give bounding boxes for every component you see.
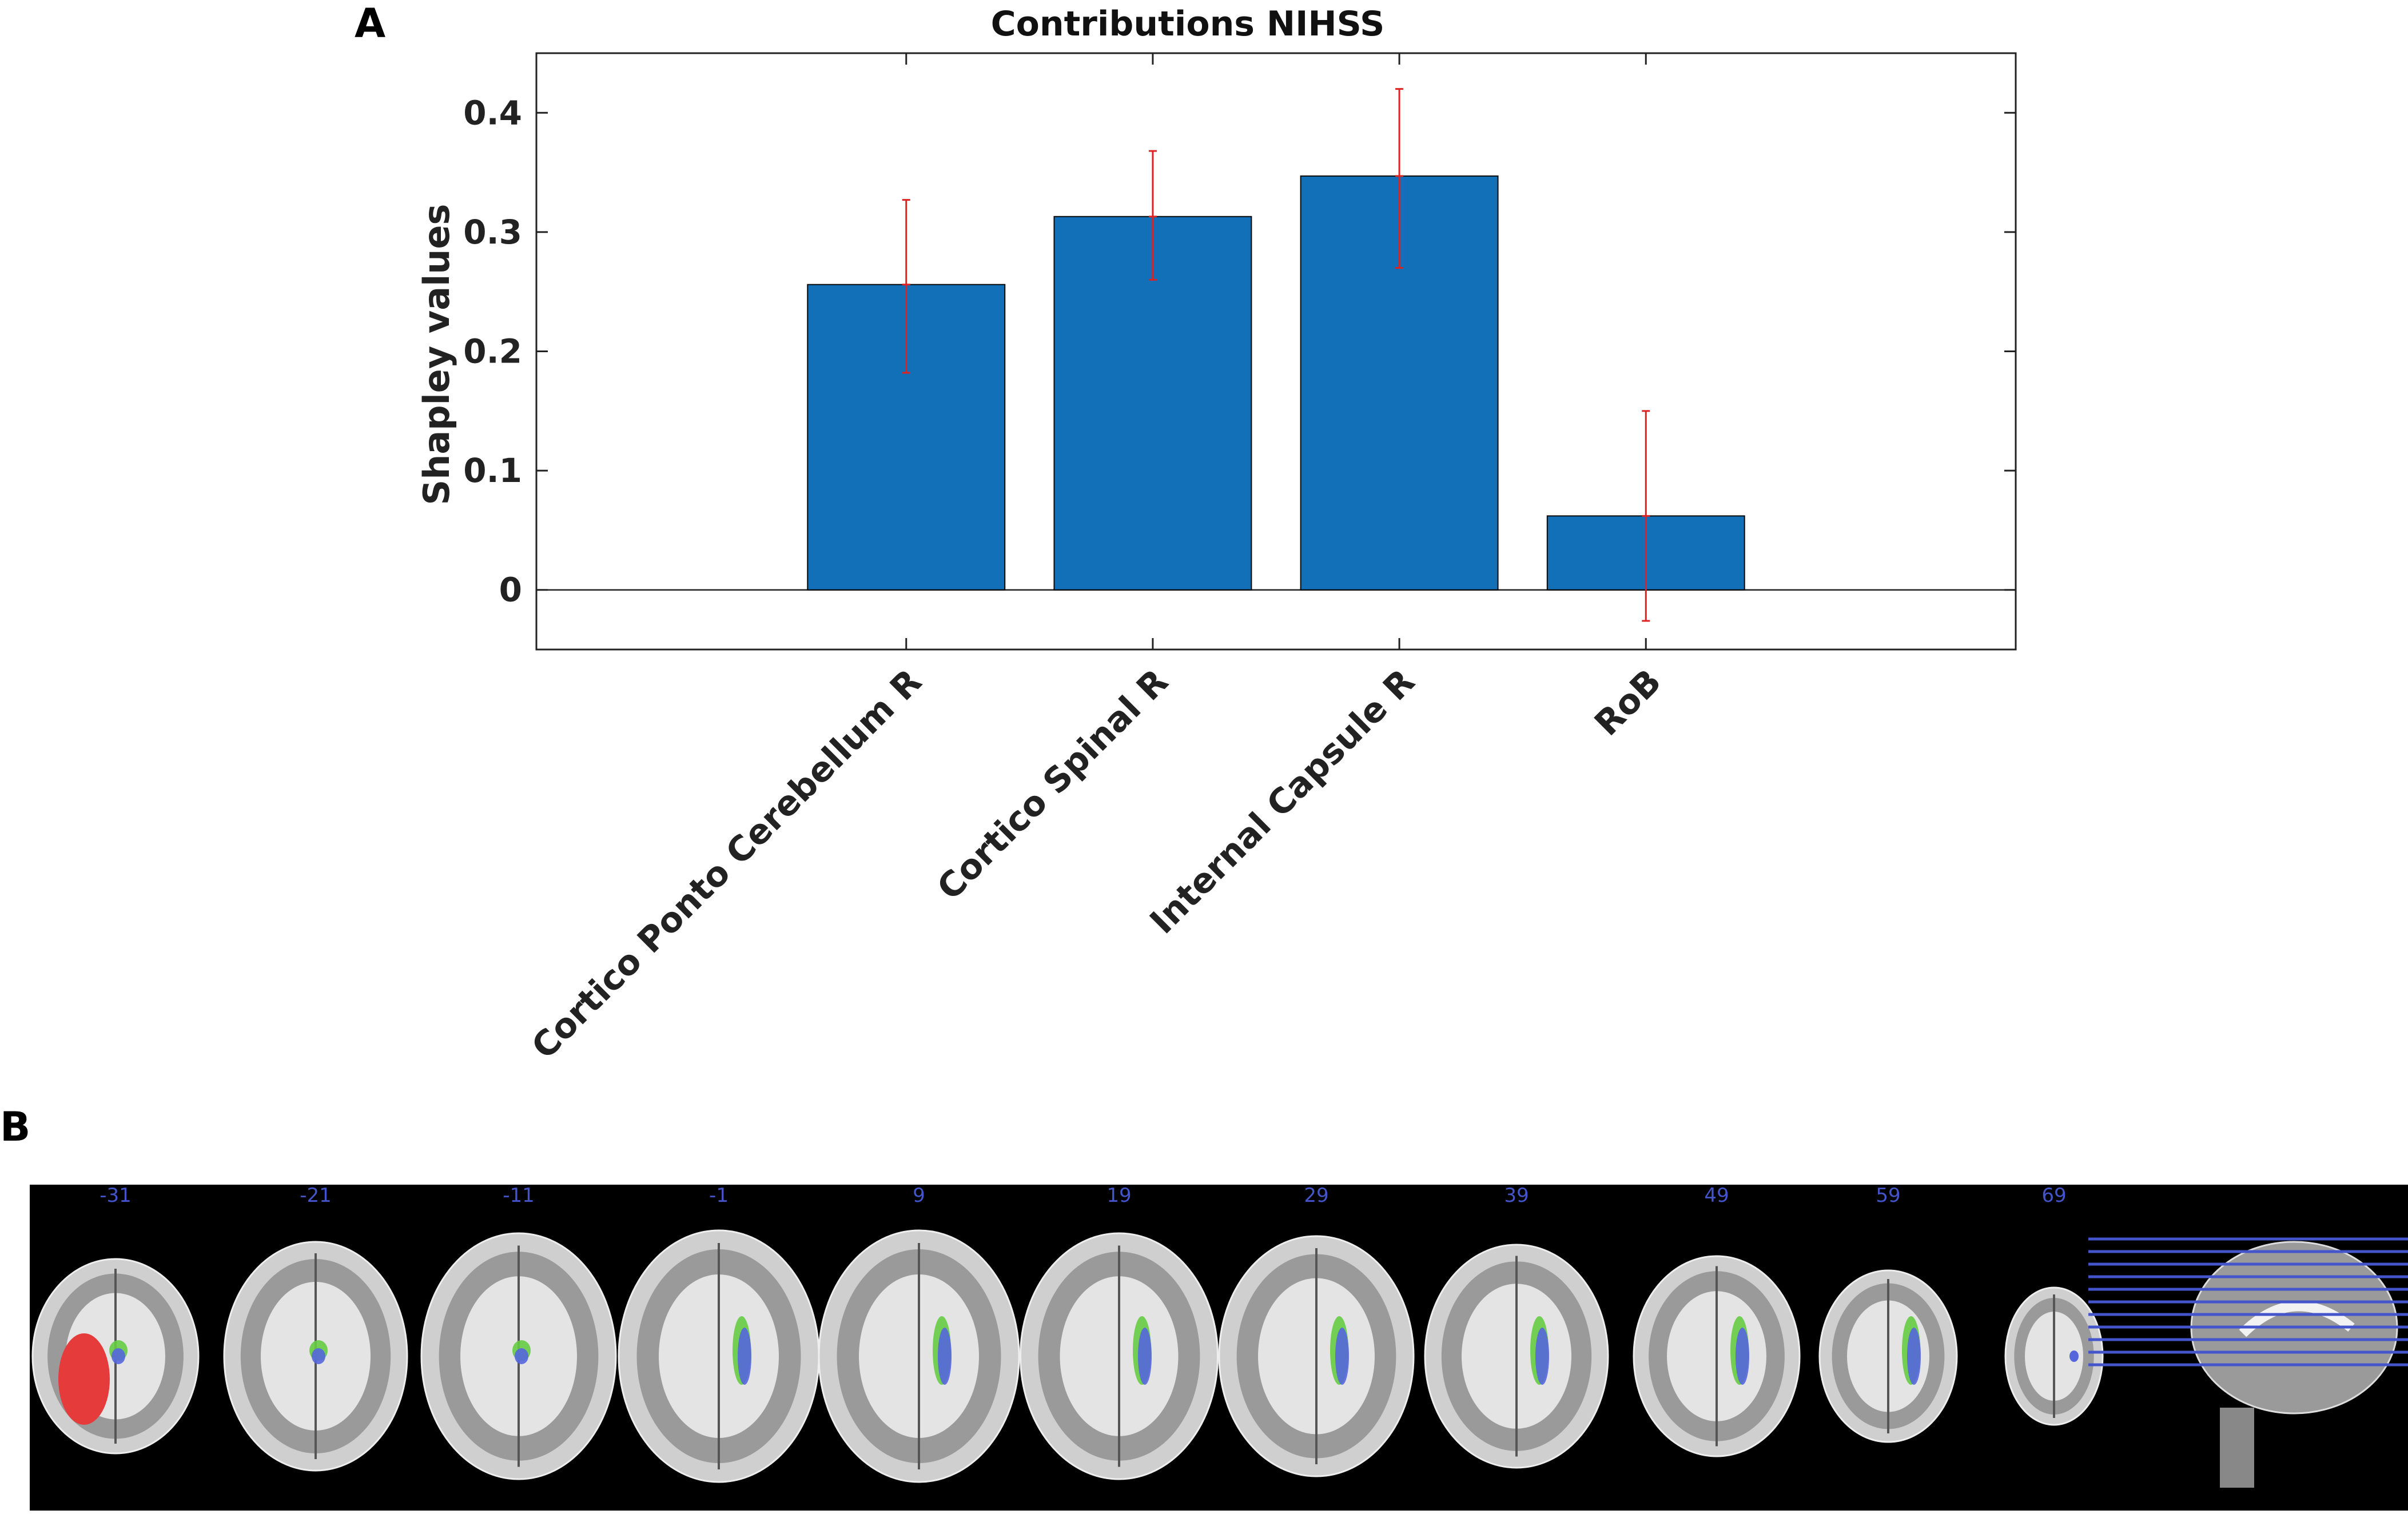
- overlay-blue: [1907, 1328, 1921, 1385]
- overlay-blue: [1736, 1328, 1749, 1385]
- brain-slice-10: [2004, 1286, 2104, 1426]
- brain-slice-4: [818, 1229, 1020, 1483]
- slice-label-5: 19: [1107, 1185, 1131, 1207]
- brain-slice-5: [1020, 1232, 1219, 1480]
- mri-slice-strip: -31 -21 -11 -1 9 19 29 39 49 59 69: [30, 1185, 2408, 1511]
- x-tick-label-3: RoB: [1587, 662, 1669, 744]
- y-tick-label: 0.4: [463, 93, 522, 132]
- overlay-blue: [112, 1348, 125, 1364]
- brain-slice-1: [223, 1241, 408, 1472]
- overlay-red: [58, 1333, 110, 1425]
- y-tick-label: 0.2: [463, 332, 522, 371]
- overlay-blue: [1535, 1328, 1549, 1385]
- error-bars-group: [902, 88, 1650, 622]
- overlay-blue: [515, 1348, 528, 1364]
- slice-label-10: 69: [2041, 1185, 2066, 1207]
- x-tick-label-1: Cortico Spinal R: [930, 662, 1176, 908]
- overlay-blue: [2069, 1350, 2079, 1362]
- slice-label-6: 29: [1304, 1185, 1328, 1207]
- brain-slice-3: [618, 1229, 820, 1483]
- brain-slice-9: [1818, 1269, 1958, 1443]
- brain-slice-7: [1424, 1244, 1609, 1469]
- y-axis-ticks: 0 0.1 0.2 0.3 0.4: [463, 93, 2016, 609]
- chart-title: Contributions NIHSS: [991, 4, 1385, 44]
- slice-label-4: 9: [913, 1185, 925, 1207]
- brain-slice-0: [31, 1258, 200, 1455]
- overlay-blue: [738, 1328, 751, 1385]
- overlay-blue: [1335, 1328, 1349, 1385]
- slice-label-2: -11: [503, 1185, 535, 1207]
- bar-chart: Contributions NIHSS Shapley values 00.10…: [416, 4, 2017, 1067]
- y-tick-label: 0: [499, 571, 522, 609]
- slice-label-3: -1: [709, 1185, 729, 1207]
- panel-a-label: A: [355, 0, 386, 47]
- slice-label-1: -21: [300, 1185, 332, 1207]
- brainstem: [2220, 1408, 2254, 1488]
- corpus-callosum: [2239, 1301, 2355, 1337]
- y-axis-label: Shapley values: [416, 204, 457, 505]
- brain-slice-2: [420, 1232, 617, 1480]
- x-tick-label-2: Internal Capsule R: [1143, 662, 1423, 942]
- brain-slice-8: [1633, 1255, 1801, 1457]
- y-tick-label: 0.3: [463, 213, 522, 252]
- x-tick-label-0: Cortico Ponto Cerebellum R: [524, 662, 929, 1067]
- overlay-blue: [312, 1348, 325, 1364]
- overlay-blue: [938, 1328, 952, 1385]
- slice-label-9: 59: [1876, 1185, 1900, 1207]
- brain-slice-6: [1218, 1235, 1415, 1477]
- slice-label-0: -31: [99, 1185, 132, 1207]
- sagittal-reference: [2088, 1237, 2408, 1488]
- slice-label-8: 49: [1704, 1185, 1729, 1207]
- overlay-blue: [1138, 1328, 1152, 1385]
- y-tick-label: 0.1: [463, 451, 522, 490]
- slice-label-7: 39: [1504, 1185, 1529, 1207]
- panel-b-label: B: [0, 1103, 31, 1150]
- plot-area-frame: [535, 52, 2017, 651]
